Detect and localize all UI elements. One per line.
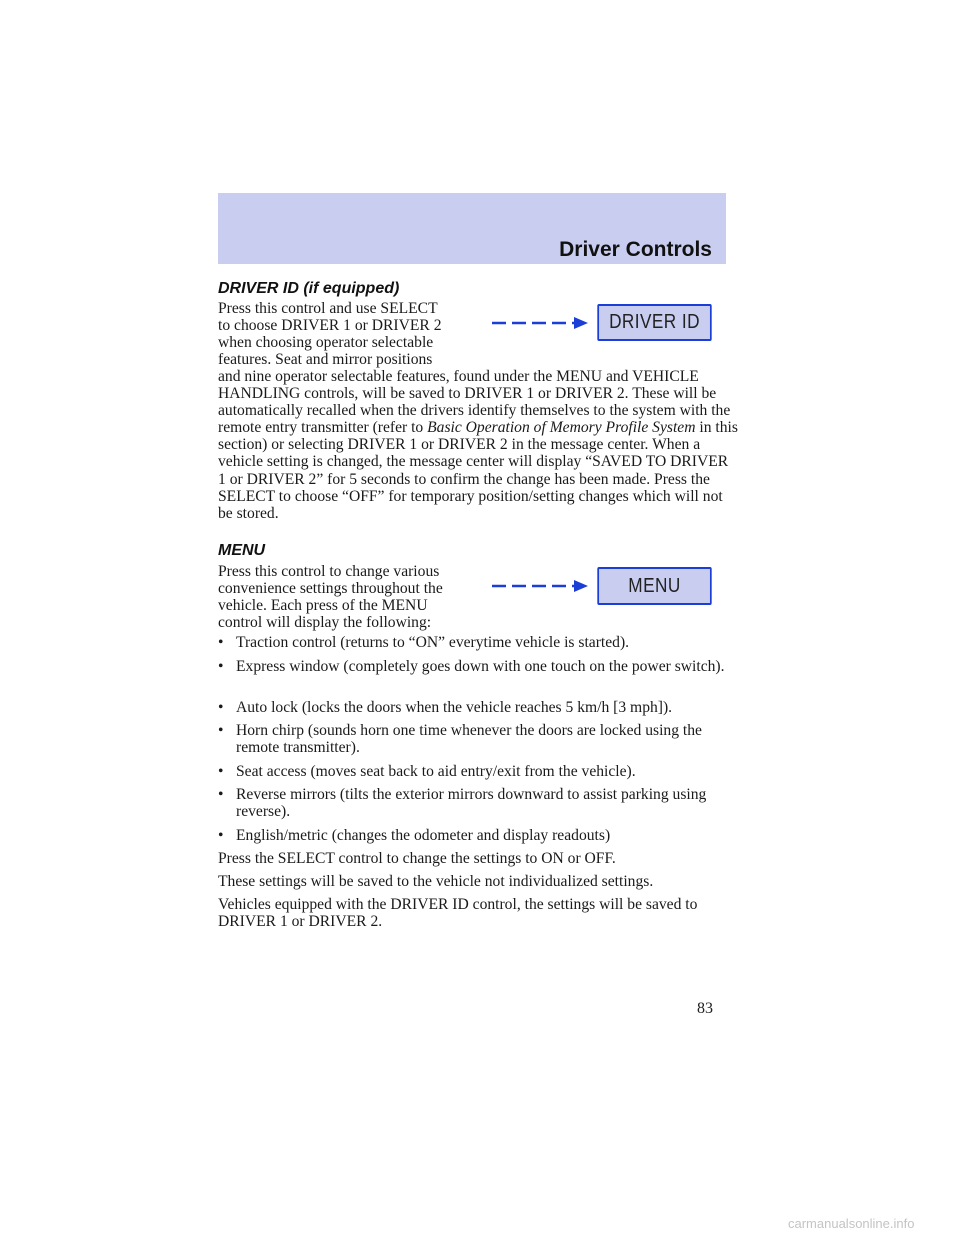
list-item: • Express window (completely goes down wi… <box>218 658 738 675</box>
bullet-text: Reverse mirrors (tilts the exterior mirr… <box>236 786 707 821</box>
menu-intro-1: Press this control to change various <box>218 563 440 580</box>
menu-after-1: Press the SELECT control to change the s… <box>218 850 616 867</box>
bullet-icon: • <box>218 763 224 780</box>
list-item: • Reverse mirrors (tilts the exterior mir… <box>218 786 738 820</box>
driver-id-intro-1: Press this control and use SELECT <box>218 300 438 317</box>
driver-id-heading: DRIVER ID (if equipped) <box>218 280 400 297</box>
header-band: Driver Controls <box>218 193 726 264</box>
bullet-text: English/metric (changes the odometer and… <box>236 827 611 844</box>
bullet-text: Horn chirp (sounds horn one time wheneve… <box>236 722 702 757</box>
bullet-icon: • <box>218 634 224 651</box>
list-item: • Auto lock (locks the doors when the veh… <box>218 699 738 716</box>
driver-id-intro-3: when choosing operator selectable <box>218 334 434 351</box>
watermark: carmanualsonline.info <box>788 1216 915 1231</box>
list-item: • Horn chirp (sounds horn one time whenev… <box>218 722 738 756</box>
menu-intro-2: convenience settings throughout the <box>218 580 443 597</box>
driver-id-intro-4: features. Seat and mirror positions <box>218 351 433 368</box>
driver-id-body-a: and nine operator selectable features, f… <box>218 368 731 437</box>
menu-after-2: These settings will be saved to the vehi… <box>218 873 654 890</box>
menu-control: MENU <box>597 567 712 605</box>
list-item: • Seat access (moves seat back to aid ent… <box>218 763 738 780</box>
bullet-text: Traction control (returns to “ON” everyt… <box>236 634 630 651</box>
driver-id-control: DRIVER ID <box>597 304 712 341</box>
bullet-text: Auto lock (locks the doors when the vehi… <box>236 699 673 716</box>
bullet-text: Express window (completely goes down wit… <box>236 658 725 675</box>
driver-id-intro-2: to choose DRIVER 1 or DRIVER 2 <box>218 317 442 334</box>
menu-after-3: Vehicles equipped with the DRIVER ID con… <box>218 896 698 931</box>
driver-id-body-b: in this section) or selecting DRIVER 1 o… <box>218 419 738 522</box>
driver-id-body-ref: Basic Operation of Memory Profile System <box>427 419 696 437</box>
menu-arrow-icon <box>492 580 588 592</box>
bullet-icon: • <box>218 699 224 716</box>
section-title: Driver Controls <box>559 238 712 261</box>
bullet-text: Seat access (moves seat back to aid entr… <box>236 763 636 780</box>
list-item: • English/metric (changes the odometer an… <box>218 827 738 844</box>
menu-intro-3: vehicle. Each press of the MENU <box>218 597 428 614</box>
list-item: • Traction control (returns to “ON” every… <box>218 634 738 651</box>
driver-id-arrow-icon <box>492 317 588 329</box>
bullet-icon: • <box>218 722 224 739</box>
driver-id-body: and nine operator selectable features, f… <box>218 368 738 522</box>
page-number: 83 <box>697 1000 713 1017</box>
menu-intro-4: control will display the following: <box>218 614 432 631</box>
bullet-icon: • <box>218 827 224 844</box>
bullet-icon: • <box>218 658 224 675</box>
menu-heading: MENU <box>218 542 266 559</box>
bullet-icon: • <box>218 786 224 803</box>
